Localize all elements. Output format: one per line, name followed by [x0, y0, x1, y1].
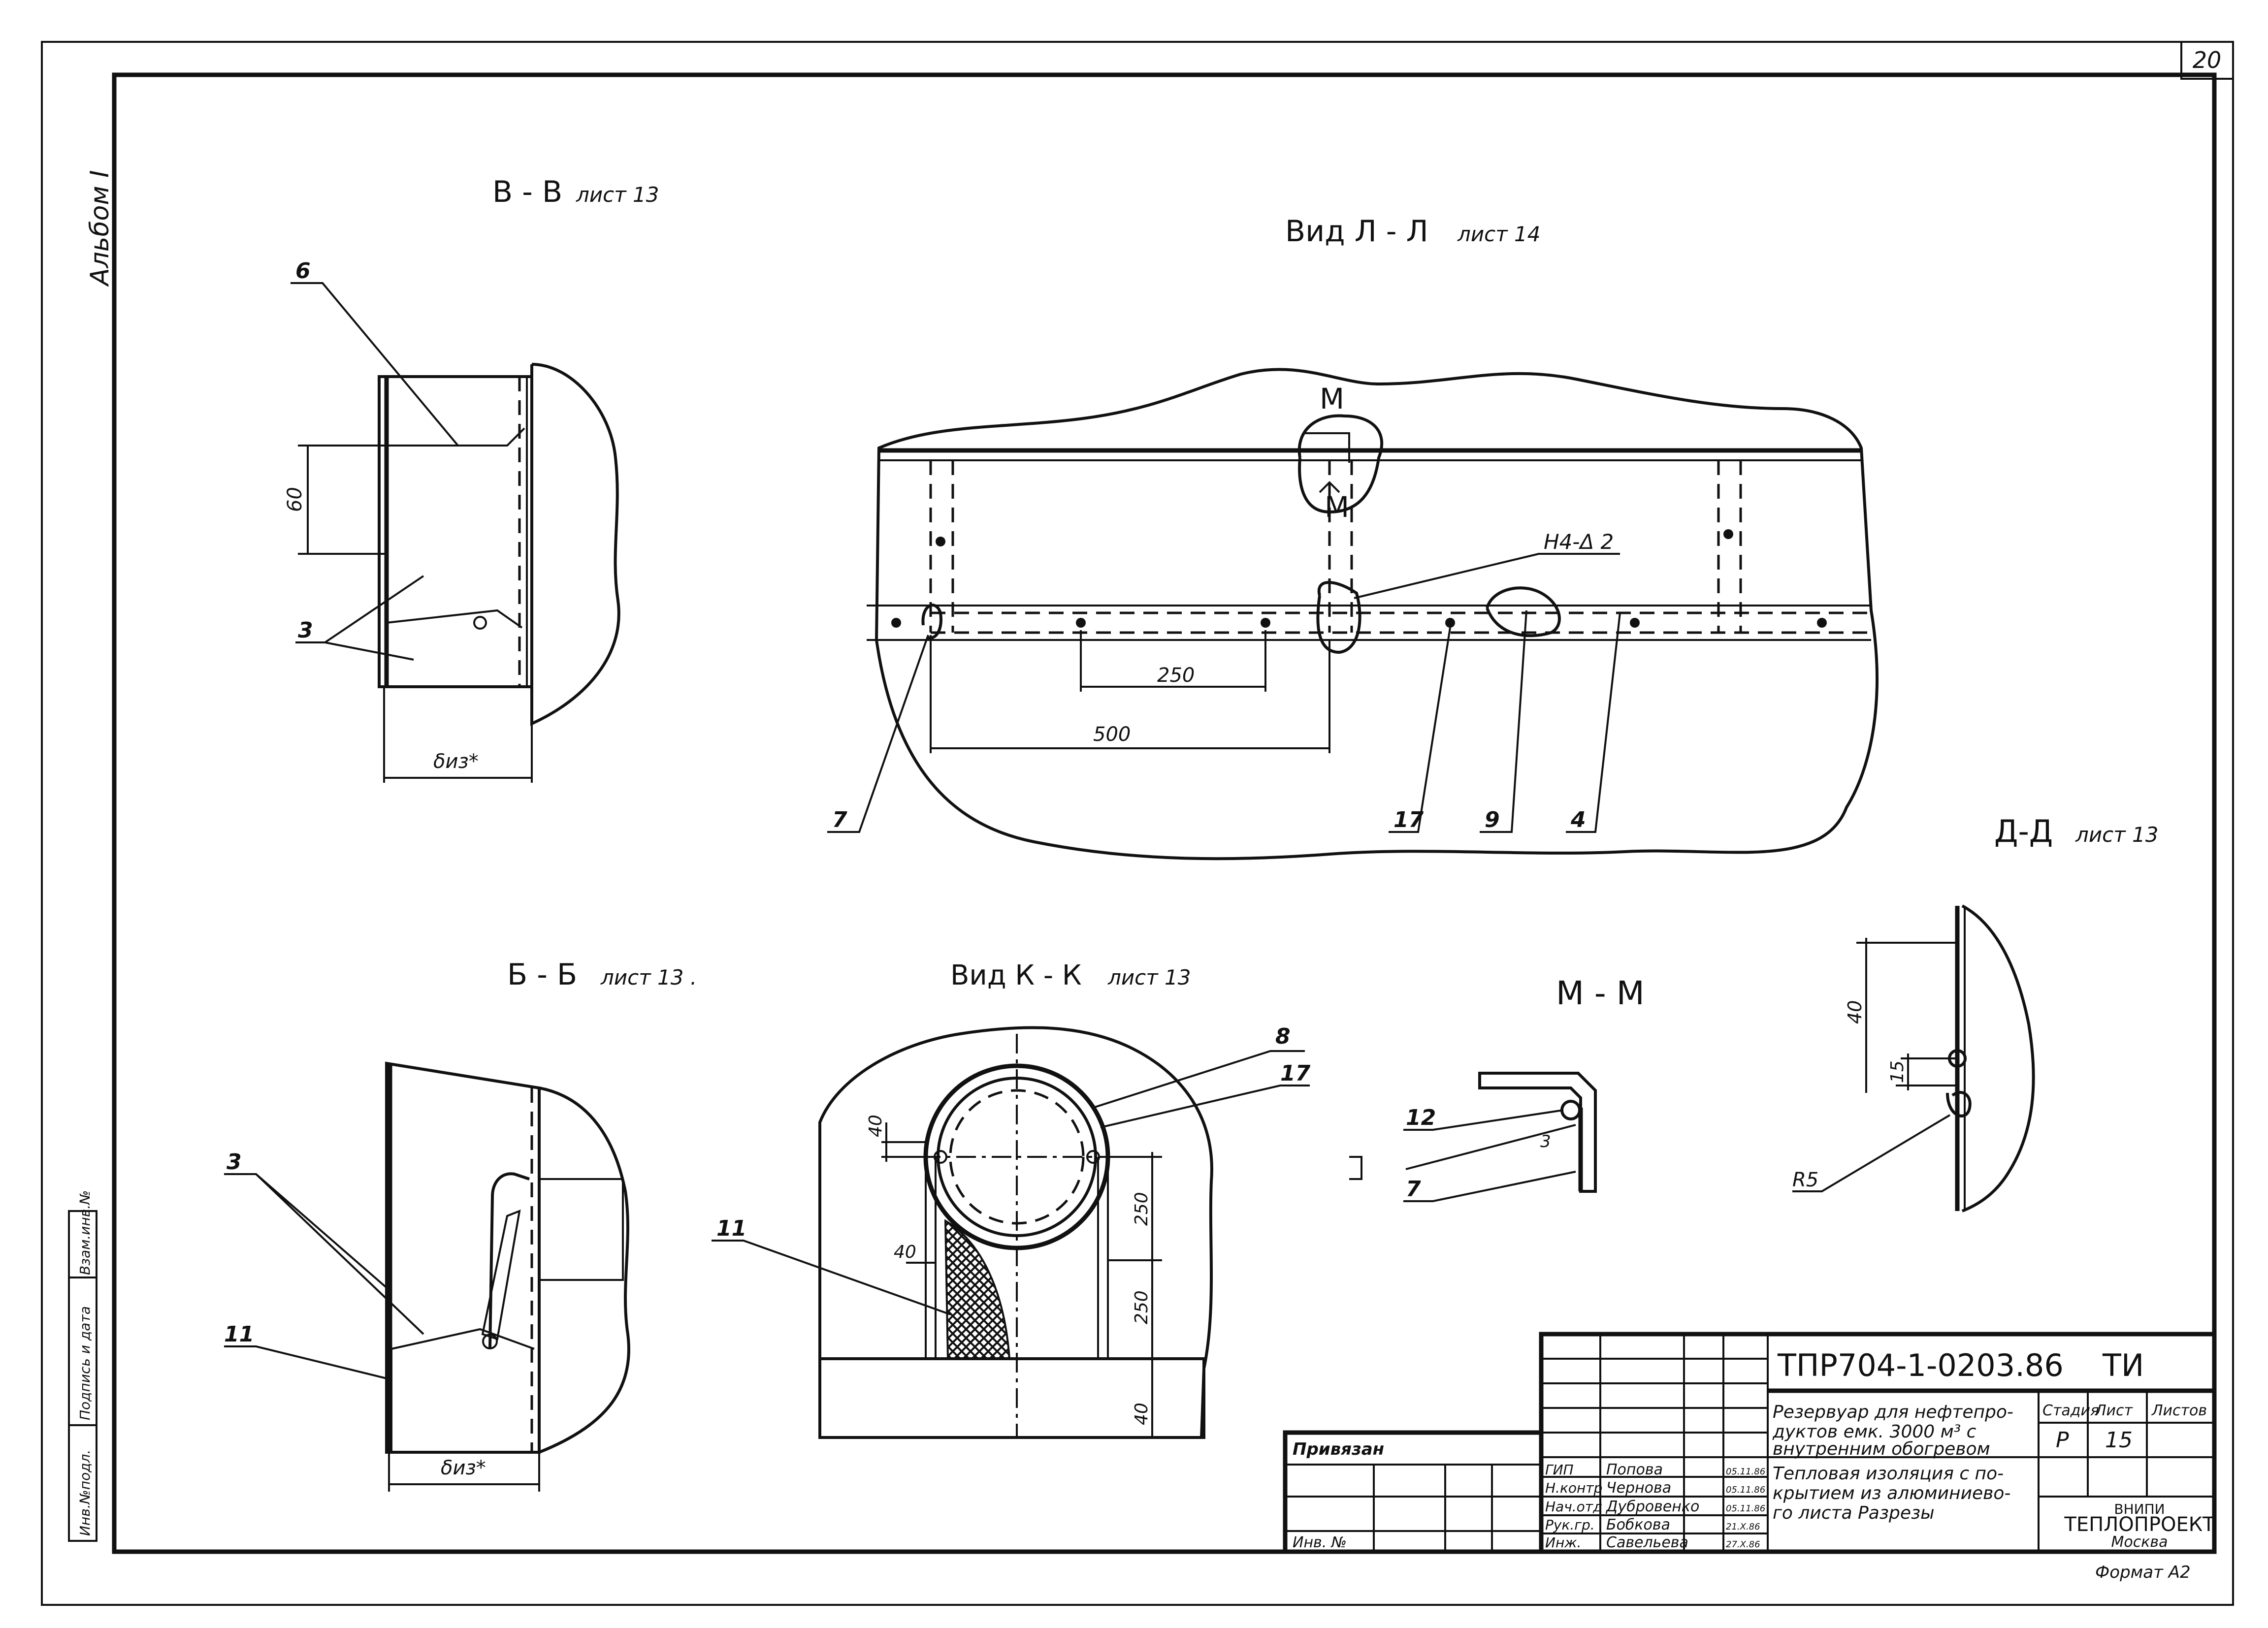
view-ll-section-mark-top: М [1320, 382, 1344, 415]
person-name-3: Дубровенко [1605, 1498, 1699, 1515]
bound-label: Привязан [1293, 1439, 1384, 1459]
inner-frame [112, 72, 2217, 1554]
view-kk-dim-40-left: 40 [894, 1242, 916, 1262]
person-role-3: Нач.отд [1545, 1499, 1602, 1515]
view-ll: Вид Л - Л лист 14 М М [827, 214, 1879, 861]
view-ll-ref: лист 14 [1457, 222, 1541, 246]
view-dd-ref: лист 13 [2075, 823, 2159, 847]
outer-frame [41, 41, 2234, 1606]
title-block-sheet-label: Лист [2095, 1402, 2134, 1419]
side-stamp: Инв.№подл. Подпись и дата Взам.инв.№ [68, 1190, 97, 1542]
view-dd-dim-r5: R5 [1792, 1169, 1818, 1191]
person-date-4: 21.X.86 [1726, 1522, 1760, 1532]
view-kk-ref: лист 13 [1107, 965, 1191, 990]
view-mm: М - М 3 12 7 [1349, 974, 1645, 1202]
person-name-4: Бобкова [1606, 1516, 1670, 1533]
view-vv-dim-biz: δиз* [433, 750, 479, 773]
view-kk-dim-250-a: 250 [1132, 1192, 1152, 1226]
view-ll-title: Вид Л - Л [1285, 214, 1428, 249]
view-vv-ref: лист 13 [576, 183, 659, 207]
person-role-1: ГИП [1545, 1462, 1574, 1478]
person-role-4: Рук.гр. [1545, 1517, 1595, 1533]
title-block-org-2: ТЕПЛОПРОЕКТ [2064, 1513, 2215, 1536]
view-mm-dim-3: 3 [1540, 1132, 1551, 1151]
view-dd: Д-Д лист 13 40 15 R5 [1792, 813, 2159, 1213]
view-mm-callout-12: 12 [1406, 1105, 1436, 1130]
view-vv-dim-60: 60 [284, 487, 306, 512]
title-block-org-1: ВНИПИ [2114, 1501, 2165, 1517]
view-kk-dim-250-b: 250 [1132, 1290, 1152, 1324]
view-bb-title: Б - Б [507, 958, 577, 992]
page-number-box [2180, 41, 2234, 80]
album-label: Альбом I [85, 170, 115, 287]
view-kk-callout-11: 11 [716, 1216, 746, 1241]
view-ll-callout-9: 9 [1485, 807, 1500, 832]
person-name-5: Савельева [1606, 1534, 1688, 1551]
title-block-stage: Р [2056, 1428, 2069, 1453]
view-dd-dim-40: 40 [1844, 1000, 1866, 1024]
view-ll-note: Н4-Δ 2 [1544, 530, 1614, 554]
person-date-2: 05.11.86 [1726, 1485, 1765, 1495]
title-block-section: ТИ [2102, 1347, 2144, 1383]
title-block-sheet-title-3: го листа Разрезы [1773, 1503, 1935, 1523]
view-bb: Б - Б лист 13 . δиз* 3 11 [224, 958, 697, 1492]
view-kk-dim-40-bottom: 40 [1132, 1403, 1152, 1425]
view-kk-callout-17: 17 [1280, 1061, 1311, 1086]
view-kk-title: Вид К - К [950, 959, 1082, 991]
view-ll-callout-17: 17 [1393, 807, 1424, 832]
side-stamp-sign: Подпись и дата [77, 1306, 93, 1420]
view-bb-dim-biz: δиз* [441, 1457, 486, 1479]
view-kk-dim-40-top: 40 [866, 1115, 886, 1137]
view-dd-dim-15: 15 [1887, 1060, 1908, 1083]
title-block-project-line-2: дуктов емк. 3000 м³ с [1772, 1422, 1976, 1442]
person-date-5: 27.X.86 [1726, 1539, 1760, 1550]
view-bb-ref: лист 13 . [600, 965, 697, 990]
view-bb-callout-11: 11 [224, 1322, 254, 1347]
view-mm-callout-7: 7 [1406, 1177, 1421, 1202]
view-ll-fasteners [891, 529, 1827, 628]
view-ll-section-mark-bottom: М [1325, 490, 1349, 524]
view-vv-callout-6: 6 [295, 258, 311, 284]
view-bb-callout-3: 3 [227, 1149, 242, 1175]
title-block-project-line-3: внутренним обогревом [1773, 1439, 1990, 1459]
view-kk-callout-8: 8 [1275, 1024, 1291, 1049]
view-ll-dim-500: 500 [1093, 723, 1131, 746]
page-number: 20 [2193, 47, 2222, 73]
view-mm-title: М - М [1556, 974, 1645, 1012]
view-ll-callout-7: 7 [832, 807, 847, 832]
title-block-sheet-title-2: крытием из алюминиево- [1773, 1483, 2010, 1503]
view-ll-callout-4: 4 [1570, 807, 1586, 832]
side-stamp-inv: Инв.№подл. [77, 1450, 93, 1536]
title-block-sheet-no: 15 [2105, 1428, 2133, 1453]
person-role-5: Инж. [1545, 1534, 1581, 1551]
person-name-1: Попова [1606, 1461, 1663, 1478]
view-vv-title: В - В [492, 175, 562, 209]
view-kk: Вид К - К лист 13 40 40 250 250 40 8 17 [712, 959, 1311, 1439]
format-label: Формат А2 [2095, 1563, 2191, 1582]
view-vv: В - В лист 13 60 δиз* 6 3 [284, 175, 659, 783]
title-block-project-line-1: Резервуар для нефтепро- [1773, 1402, 2013, 1422]
person-role-2: Н.контр [1545, 1480, 1602, 1496]
title-block-sheet-title-1: Тепловая изоляция с по- [1773, 1464, 2004, 1484]
bound-block: Привязан Инв. № [1283, 1430, 1544, 1554]
view-dd-title: Д-Д [1994, 813, 2053, 849]
inv-label: Инв. № [1293, 1534, 1347, 1551]
title-block-stage-label: Стадия [2042, 1402, 2099, 1419]
view-ll-dim-250: 250 [1157, 664, 1195, 687]
title-block-sheets-label: Листов [2151, 1402, 2207, 1419]
person-date-3: 05.11.86 [1726, 1503, 1765, 1514]
title-block-code: ТПР704-1-0203.86 [1777, 1347, 2064, 1383]
person-name-2: Чернова [1606, 1479, 1671, 1497]
title-block: ТПР704-1-0203.86 ТИ Стадия Лист Листов Р… [1539, 1332, 2217, 1554]
view-vv-callout-3: 3 [298, 618, 313, 643]
title-block-org-3: Москва [2111, 1533, 2168, 1551]
person-date-1: 05.11.86 [1726, 1467, 1765, 1477]
side-stamp-replace: Взам.инв.№ [77, 1190, 93, 1275]
